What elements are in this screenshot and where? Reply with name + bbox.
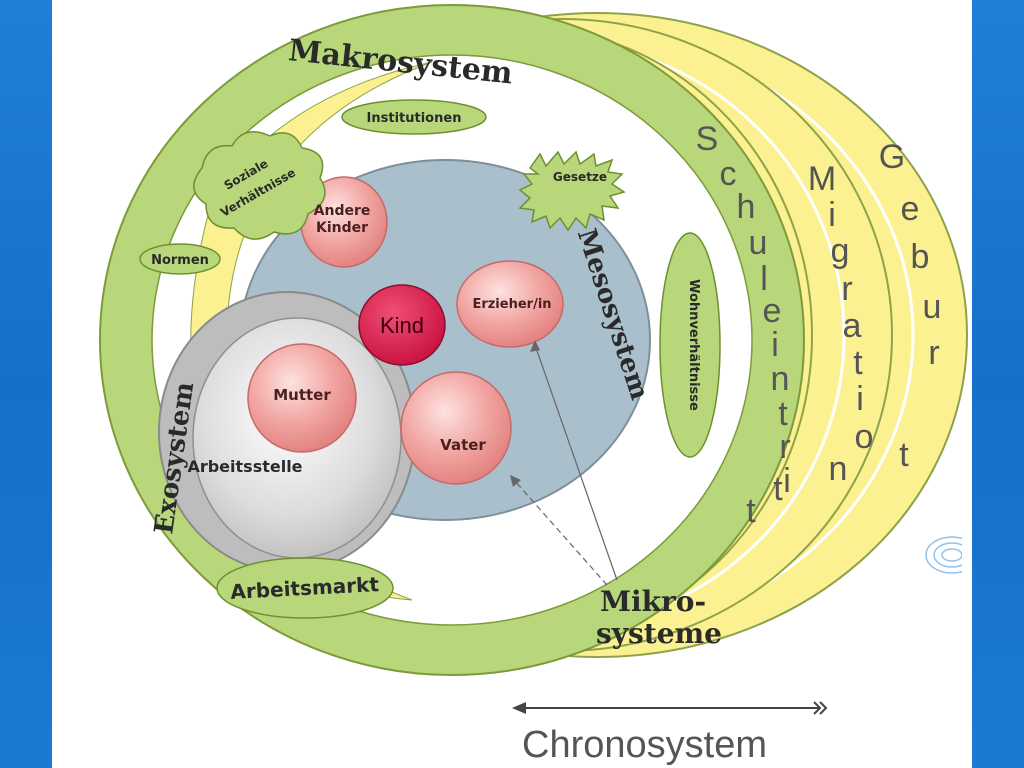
transition-birth-letter: u (923, 288, 942, 326)
institutions-label: Institutionen (367, 111, 462, 126)
transition-birth-letter: r (928, 334, 939, 372)
other-children-label-1: Andere (314, 203, 371, 219)
institutions-badge (341, 99, 487, 135)
arrow-to-father (513, 479, 608, 586)
transition-school-letter: l (760, 260, 768, 298)
laws-label: Gesetze (553, 170, 607, 184)
bronfenbrenner-diagram: Makrosystem Mesosystem Exosystem Mikro- … (99, 4, 968, 766)
transition-birth-letter: b (911, 238, 930, 276)
transition-school-letter: i (783, 462, 791, 500)
transition-school-letter: c (720, 155, 737, 193)
transition-school-letter: t (746, 492, 756, 530)
labor-market-badge (216, 557, 394, 619)
arrow-head-educator (530, 340, 540, 352)
transition-birth-letter: G (879, 138, 905, 176)
transition-school-letter: h (737, 188, 756, 226)
chrono-arrow-head (512, 702, 526, 714)
transition-school-letter: i (771, 326, 779, 364)
node-father (400, 371, 512, 485)
housing-label: Wohnverhältnisse (686, 279, 701, 411)
transition-school-letter: S (696, 120, 719, 158)
norms-label: Normen (151, 253, 209, 268)
transition-school-letter: u (749, 224, 768, 262)
transition-migration-letter: i (828, 196, 836, 234)
transition-migration-letter: i (856, 380, 864, 418)
node-child (358, 284, 446, 366)
transition-migration-letter: n (829, 450, 848, 488)
arrow-head-father (510, 475, 521, 487)
father-label: Vater (440, 436, 486, 454)
transition-migration-letter: o (855, 418, 874, 456)
transition-school-letter: e (763, 292, 782, 330)
arrow-to-educator (534, 344, 618, 581)
transition-school-letter: r (779, 428, 790, 466)
educator-label: Erzieher/in (472, 297, 551, 312)
transition-school-letter: n (771, 360, 790, 398)
child-label: Kind (380, 313, 424, 338)
chrono-arrow-tail2 (819, 701, 828, 715)
mother-label: Mutter (273, 386, 331, 404)
transition-birth-letter: t (899, 436, 909, 474)
micro-label-line1: Mikro- (600, 585, 706, 618)
norms-badge (139, 243, 221, 275)
housing-badge (659, 232, 721, 458)
slide-canvas: Makrosystem Mesosystem Exosystem Mikro- … (52, 0, 972, 768)
laws-burst (518, 150, 626, 232)
transition-school-letter: t (778, 395, 788, 433)
micro-label-line2: systeme (596, 617, 722, 650)
chronosystem-label: Chronosystem (522, 724, 767, 766)
chrono-arrow-tail (813, 701, 822, 715)
transition-migration-letter: M (808, 160, 836, 198)
swirl-decoration-icon (925, 536, 962, 574)
transition-migration-letter: g (831, 232, 850, 270)
transition-birth-letter: e (901, 190, 920, 228)
transition-migration-letter: a (843, 307, 862, 345)
transition-school-letter: t (773, 470, 783, 508)
workplace-label: Arbeitsstelle (187, 457, 302, 476)
transition-migration-letter: t (853, 344, 863, 382)
other-children-label-2: Kinder (316, 220, 368, 236)
node-mother (247, 343, 357, 453)
social-cloud (193, 131, 326, 240)
transition-migration-letter: r (841, 270, 852, 308)
node-educator (456, 260, 564, 348)
